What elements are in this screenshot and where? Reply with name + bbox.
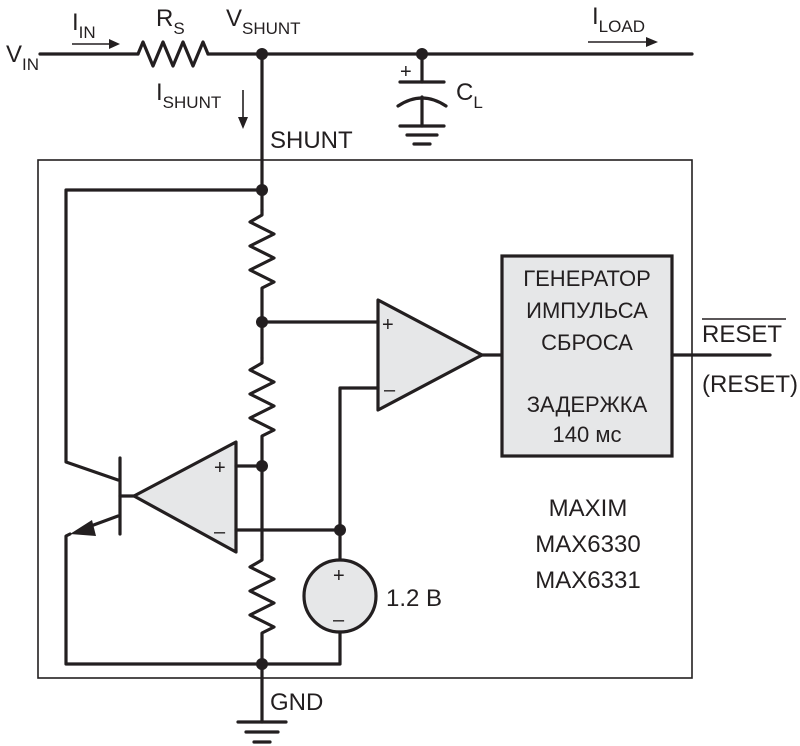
cap-plus-sign: + xyxy=(400,61,412,83)
iin-arrow xyxy=(72,39,120,49)
reset-alt-label: (RESET) xyxy=(702,371,798,398)
cl-label: CL xyxy=(456,79,483,112)
opamp-low-minus: – xyxy=(214,521,226,543)
reference-source: + – xyxy=(260,524,378,666)
ic-boundary xyxy=(37,159,693,679)
input-wire xyxy=(38,40,694,68)
iin-label: IIN xyxy=(72,9,96,42)
reset-output: RESET (RESET) xyxy=(670,318,798,398)
vshunt-label: VSHUNT xyxy=(226,5,301,38)
ground-symbol xyxy=(236,720,288,744)
ishunt-arrow xyxy=(238,90,248,129)
vref-plus: + xyxy=(333,565,345,587)
rs-label: RS xyxy=(156,5,185,38)
chip-part-2: MAX6331 xyxy=(535,567,640,594)
block-line-3: СБРОСА xyxy=(541,330,633,355)
block-line-2: ИМПУЛЬСА xyxy=(526,298,648,323)
vin-label: VIN xyxy=(6,41,39,74)
chip-vendor: MAXIM xyxy=(549,495,628,522)
reset-generator-block: ГЕНЕРАТОР ИМПУЛЬСА СБРОСА ЗАДЕРЖКА 140 м… xyxy=(500,254,674,458)
comp-minus: – xyxy=(384,379,396,401)
delay-label: ЗАДЕРЖКА xyxy=(527,392,648,417)
vref-minus: – xyxy=(333,609,345,631)
delay-value: 140 мс xyxy=(553,422,622,447)
gnd-pin-label: GND xyxy=(270,689,323,716)
load-capacitor: + xyxy=(396,48,448,146)
shunt-opamp: + – xyxy=(132,440,342,554)
reset-comparator: + – xyxy=(260,298,504,532)
block-line-1: ГЕНЕРАТОР xyxy=(523,266,651,291)
chip-part-1: MAX6330 xyxy=(535,531,640,558)
comp-plus: + xyxy=(382,314,394,336)
reset-pin-label: RESET xyxy=(702,321,782,348)
iload-arrow xyxy=(588,37,658,47)
npn-transistor xyxy=(64,188,264,666)
opamp-low-plus: + xyxy=(214,457,226,479)
shunt-pin-label: SHUNT xyxy=(270,127,353,154)
ishunt-label: ISHUNT xyxy=(156,79,221,112)
iload-label: ILOAD xyxy=(592,3,645,36)
vref-label: 1.2 В xyxy=(386,585,442,612)
